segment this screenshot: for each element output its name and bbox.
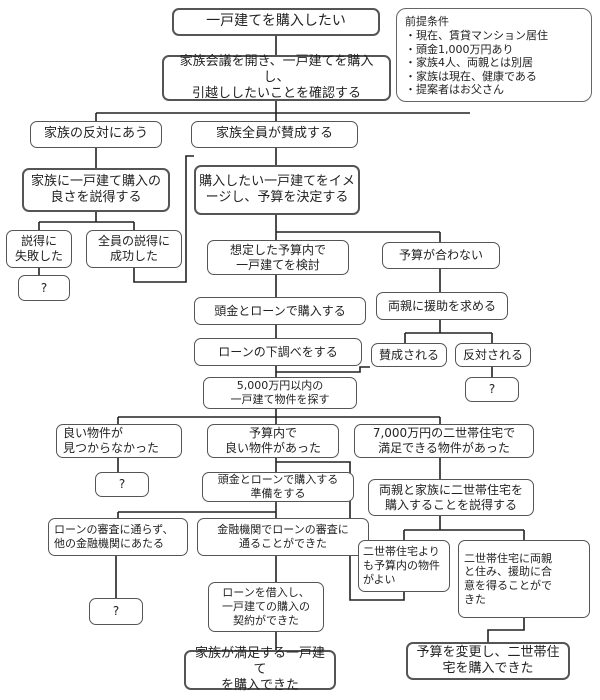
node-loan-rejected: ローンの審査に通らず、 他の金融機関にあたる xyxy=(48,518,188,556)
node-prepare-purchase: 頭金とローンで購入する 準備をする xyxy=(202,472,354,502)
node-unknown-outcome: ? xyxy=(18,275,70,301)
node-two-household-70m: 7,000万円の二世帯住宅で 満足できる物件があった xyxy=(354,424,534,458)
node-loan-approved: 金融機関でローンの審査に 通ることができた xyxy=(197,518,369,556)
node-search-under-50m: 5,000万円以内の 一戸建て物件を探す xyxy=(203,377,357,409)
node-property-within-budget: 予算内で 良い物件があった xyxy=(207,424,339,458)
node-family-agrees: 家族全員が賛成する xyxy=(191,121,358,148)
node-ask-parents-help: 両親に援助を求める xyxy=(376,292,508,320)
premise-item: 現在、賃貸マンション居住 xyxy=(405,29,583,42)
node-rejected: 反対される xyxy=(455,343,531,367)
premise-item: 頭金1,000万円あり xyxy=(405,43,583,56)
connector-line xyxy=(276,461,405,601)
node-loan-contract: ローンを借入し、 一戸建ての購入の 契約ができた xyxy=(208,582,324,632)
premise-title: 前提条件 xyxy=(405,15,449,28)
node-buy-house-wish: 一戸建てを購入したい xyxy=(172,8,380,36)
premise-box: 前提条件 現在、賃貸マンション居住 頭金1,000万円あり 家族4人、両親とは別… xyxy=(396,8,592,102)
premise-item: 家族は現在、健康である xyxy=(405,70,583,83)
node-persuade-family: 家族に一戸建て購入の 良さを説得する xyxy=(22,168,170,212)
node-downpayment-loan: 頭金とローンで購入する xyxy=(194,297,366,325)
premise-item: 家族4人、両親とは別居 xyxy=(405,56,583,69)
node-loan-research: ローンの下調べをする xyxy=(194,338,362,366)
connector-line xyxy=(276,366,370,373)
node-persuade-two-household: 両親と家族に二世帯住宅を 購入することを説得する xyxy=(368,479,534,516)
node-decide-budget: 購入したい一戸建てをイメ ージし、予算を決定する xyxy=(194,165,360,215)
node-changed-budget-bought: 予算を変更し、二世帯住 宅を購入できた xyxy=(406,642,570,680)
node-persuade-failed: 説得に 失敗した xyxy=(6,230,72,268)
node-persuade-succeeded: 全員の説得に 成功した xyxy=(86,230,182,268)
node-budget-mismatch: 予算が合わない xyxy=(382,242,500,269)
node-unknown-outcome: ? xyxy=(89,598,143,625)
node-no-good-property: 良い物件が 見つからなかった xyxy=(56,424,182,458)
node-unknown-outcome: ? xyxy=(465,377,519,402)
node-family-meeting: 家族会議を開き、一戸建てを購入し、 引越ししたいことを確認する xyxy=(162,54,391,101)
node-family-opposes: 家族の反対にあう xyxy=(30,121,162,148)
connector-line xyxy=(133,155,194,283)
node-unknown-outcome: ? xyxy=(95,472,149,497)
node-approved: 賛成される xyxy=(371,343,447,367)
premise-item: 提案者はお父さん xyxy=(405,83,583,96)
connector-line xyxy=(487,618,525,642)
node-consider-within-budget: 想定した予算内で 一戸建てを検討 xyxy=(207,240,349,275)
node-family-satisfied: 家族が満足する一戸建て を購入できた xyxy=(184,646,336,693)
node-prefer-within-budget: 二世帯住宅より も予算内の物件 がよい xyxy=(358,540,450,592)
node-live-with-parents: 二世帯住宅に両親 と住み、援助に合 意を得ることがで きた xyxy=(458,540,590,618)
